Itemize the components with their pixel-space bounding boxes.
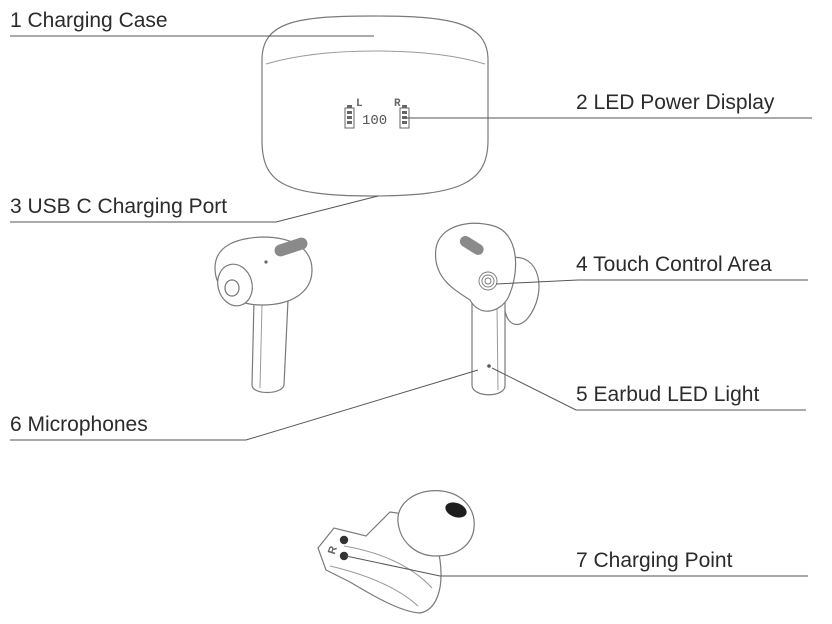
leader-usb-port: [10, 195, 379, 223]
labels: 1 Charging Case 2 LED Power Display 3 US…: [10, 9, 775, 572]
leader-touch-control: [495, 279, 808, 285]
bottom-earbud: R: [317, 490, 475, 614]
label-charging-case: 1 Charging Case: [10, 9, 168, 32]
right-earbud: [435, 222, 540, 396]
leader-earbud-led: [491, 367, 806, 411]
label-earbud-led: 5 Earbud LED Light: [576, 383, 759, 406]
leader-lines: [10, 35, 812, 577]
label-usb-c-port: 3 USB C Charging Port: [10, 195, 227, 218]
charging-case: L 100 R: [261, 15, 489, 197]
fingerprint-icon: [478, 271, 498, 291]
left-earbud: [214, 236, 313, 394]
label-touch-control: 4 Touch Control Area: [576, 253, 772, 276]
charging-contact-top: [339, 535, 349, 545]
left-marker: L: [356, 98, 363, 110]
earbud-led-dot: [487, 364, 491, 368]
earbud-side-marker: R: [326, 545, 340, 556]
right-earbud-sensor: [459, 235, 484, 255]
label-charging-point: 7 Charging Point: [576, 549, 733, 572]
battery-percentage: 100: [362, 113, 387, 129]
leader-microphones: [10, 369, 479, 441]
left-earbud-sensor: [274, 237, 308, 257]
label-microphones: 6 Microphones: [10, 413, 148, 436]
charging-contact-bottom: [339, 551, 349, 561]
leader-charging-point: [345, 555, 808, 577]
left-battery-icon: [344, 105, 355, 129]
label-led-power-display: 2 LED Power Display: [576, 91, 775, 114]
right-marker: R: [394, 98, 401, 110]
